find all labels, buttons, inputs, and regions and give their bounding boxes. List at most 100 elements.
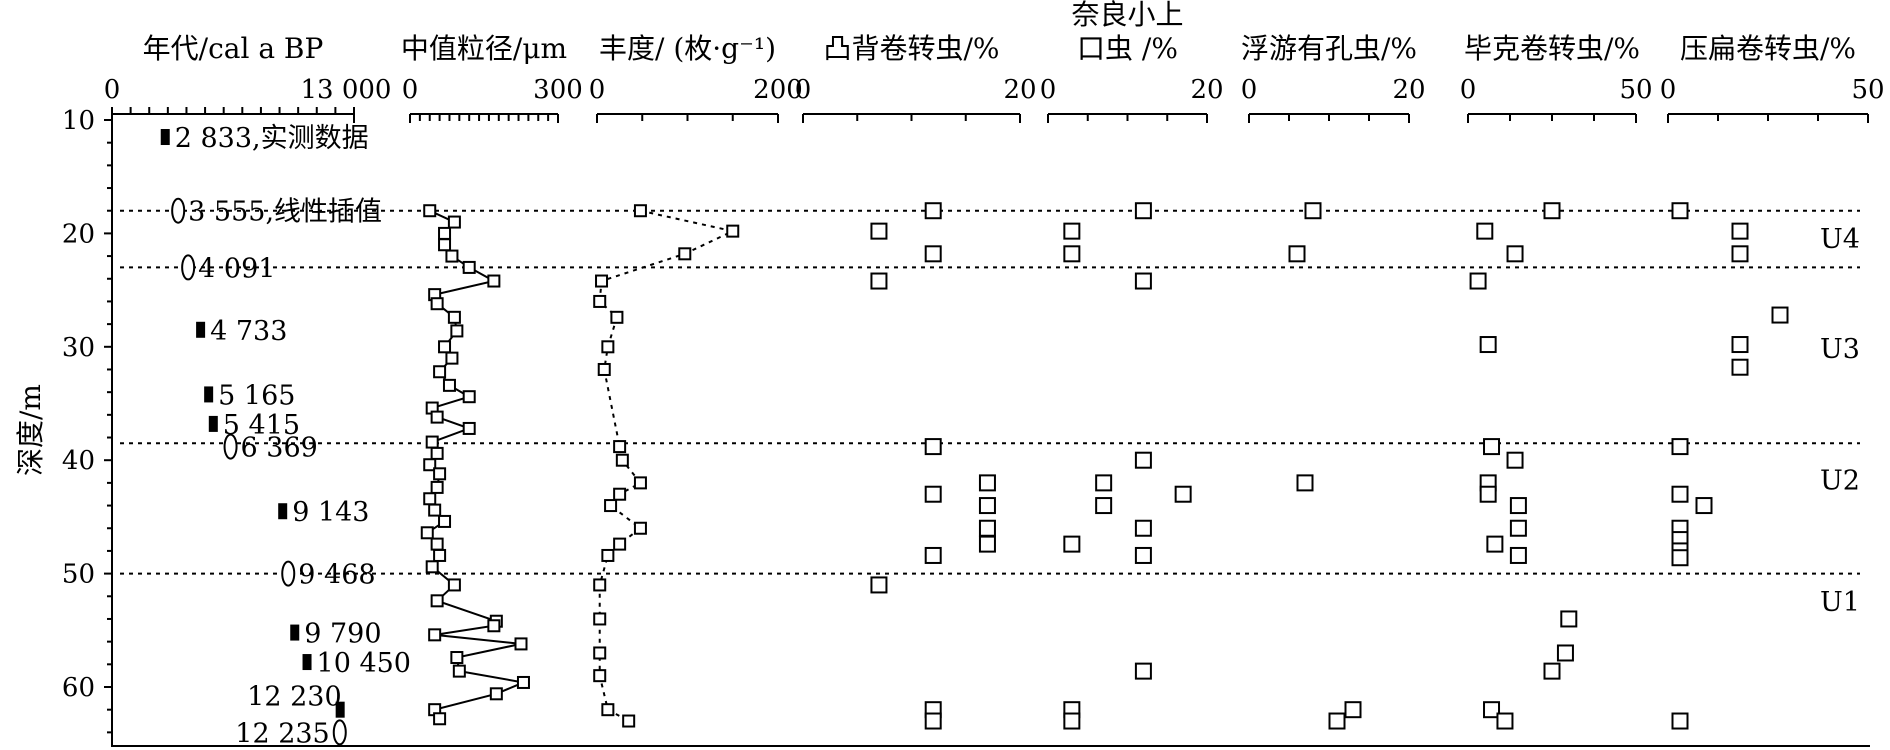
data-point-marker — [1543, 662, 1561, 680]
data-point-marker — [924, 485, 942, 503]
data-point-marker — [978, 497, 996, 515]
data-point-marker — [442, 378, 456, 392]
data-point-marker — [1731, 358, 1749, 376]
x-tick-label: 13 000 — [301, 75, 392, 105]
data-point-marker — [462, 421, 476, 435]
data-point-marker — [1288, 245, 1306, 263]
data-point-marker — [615, 453, 629, 467]
data-point-marker — [924, 546, 942, 564]
x-tick-label: 20 — [1003, 75, 1036, 105]
data-point-marker — [516, 675, 530, 689]
data-point-marker — [514, 637, 528, 651]
data-point-marker — [1483, 701, 1501, 719]
age-label: 9 790 — [304, 619, 381, 650]
data-point-marker — [430, 297, 444, 311]
data-point-marker — [1671, 202, 1689, 220]
y-tick-label: 30 — [62, 333, 95, 363]
data-point-marker — [1344, 701, 1362, 719]
data-point-marker — [1296, 474, 1314, 492]
age-label: 5 165 — [218, 380, 295, 411]
data-point-marker — [487, 274, 501, 288]
data-point-marker — [1134, 546, 1152, 564]
panel-title: 丰度/ (枚·g⁻¹) — [599, 32, 776, 65]
x-tick-label: 0 — [1460, 75, 1477, 105]
age-interpolated-marker — [181, 254, 196, 281]
panel-title: 压扁卷转虫/% — [1680, 32, 1856, 65]
series-line — [598, 209, 736, 722]
data-point-marker — [1543, 202, 1561, 220]
data-point-marker — [633, 204, 647, 218]
y-tick-label: 40 — [62, 446, 95, 476]
y-tick-label: 20 — [62, 219, 95, 249]
x-tick-label: 0 — [1040, 75, 1057, 105]
data-point-marker — [678, 247, 692, 261]
x-tick-label: 0 — [1660, 75, 1677, 105]
x-tick-label: 0 — [795, 75, 812, 105]
data-point-marker — [726, 224, 740, 238]
age-interpolated-marker — [171, 197, 186, 224]
age-label: 10 450 — [317, 648, 411, 679]
data-point-marker — [610, 310, 624, 324]
data-point-marker — [452, 664, 466, 678]
data-point-marker — [613, 487, 627, 501]
data-point-marker — [430, 410, 444, 424]
age-interpolated-marker — [223, 433, 238, 460]
x-tick-label: 0 — [1241, 75, 1258, 105]
panel-title: 浮游有孔虫/% — [1241, 32, 1417, 65]
data-point-marker — [1476, 222, 1494, 240]
data-point-marker — [1134, 202, 1152, 220]
data-point-marker — [1486, 535, 1504, 553]
data-point-marker — [622, 714, 636, 728]
data-point-marker — [1506, 451, 1524, 469]
data-point-marker — [924, 438, 942, 456]
age-measured-marker — [196, 321, 206, 338]
data-point-marker — [1671, 549, 1689, 567]
age-interpolated-marker — [332, 719, 347, 746]
age-label: 9 143 — [292, 497, 369, 528]
data-point-marker — [593, 294, 607, 308]
age-label: 4 091 — [198, 253, 275, 284]
data-point-marker — [430, 480, 444, 494]
panel-title: 中值粒径/μm — [401, 32, 567, 65]
data-point-marker — [438, 514, 452, 528]
data-point-marker — [1671, 485, 1689, 503]
data-point-marker — [593, 669, 607, 683]
x-tick-label: 50 — [1851, 75, 1884, 105]
data-point-marker — [633, 521, 647, 535]
data-point-marker — [447, 215, 461, 229]
data-point-marker — [1063, 535, 1081, 553]
data-point-marker — [1304, 202, 1322, 220]
data-point-marker — [924, 712, 942, 730]
age-label: 5 415 — [223, 410, 300, 441]
data-point-marker — [601, 340, 615, 354]
data-point-marker — [595, 274, 609, 288]
data-point-marker — [1479, 485, 1497, 503]
data-point-marker — [423, 492, 437, 506]
age-measured-marker — [290, 624, 300, 641]
data-point-marker — [1560, 610, 1578, 628]
data-point-marker — [445, 351, 459, 365]
data-point-marker — [1134, 451, 1152, 469]
x-tick-label: 0 — [104, 75, 121, 105]
data-point-marker — [1134, 272, 1152, 290]
data-point-marker — [430, 537, 444, 551]
x-tick-label: 20 — [1392, 75, 1425, 105]
data-point-marker — [924, 202, 942, 220]
data-point-marker — [438, 340, 452, 354]
data-point-marker — [593, 578, 607, 592]
age-label: 3 555,线性插值 — [188, 197, 382, 228]
data-point-marker — [601, 548, 615, 562]
data-point-marker — [438, 226, 452, 240]
data-point-marker — [423, 204, 437, 218]
data-point-marker — [450, 651, 464, 665]
data-point-marker — [428, 503, 442, 517]
data-point-marker — [1731, 245, 1749, 263]
series-line — [425, 209, 527, 720]
age-label: 2 833,实测数据 — [175, 123, 369, 154]
age-label: 9 468 — [298, 560, 375, 591]
unit-label: U3 — [1820, 334, 1860, 365]
data-point-marker — [1134, 662, 1152, 680]
data-point-marker — [1771, 306, 1789, 324]
unit-label: U2 — [1820, 466, 1860, 497]
